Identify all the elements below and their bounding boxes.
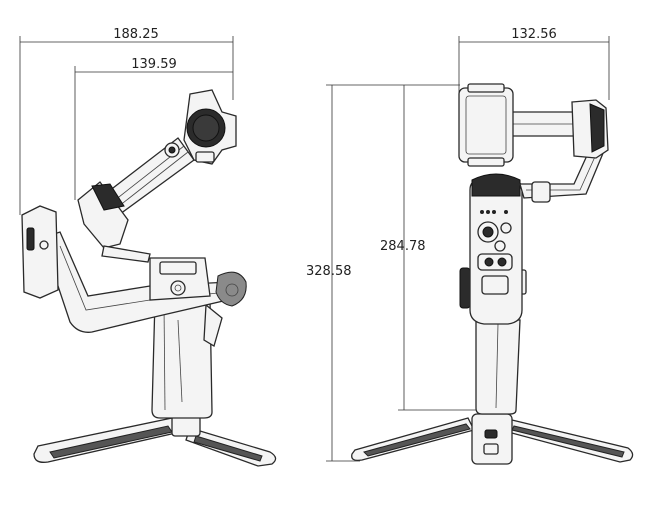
dimension-label-front-width: 132.56 xyxy=(511,27,557,42)
side-top-motor xyxy=(183,89,237,165)
front-handle xyxy=(459,267,527,415)
front-phone-clamp xyxy=(458,83,514,167)
side-handle xyxy=(151,299,223,419)
side-upper-arm xyxy=(77,137,195,263)
side-tripod xyxy=(33,415,277,467)
front-top-arm xyxy=(511,99,609,159)
front-body xyxy=(469,173,523,325)
front-tripod xyxy=(351,413,634,465)
side-view-gimbal xyxy=(21,89,277,467)
dimension-label-total-height: 328.58 xyxy=(306,264,352,279)
front-arm xyxy=(519,139,607,203)
dimension-lines xyxy=(19,36,610,462)
side-base-block xyxy=(149,257,247,307)
dimension-label-side-arm-width: 139.59 xyxy=(131,57,177,72)
dimension-label-folded-height: 284.78 xyxy=(380,239,426,254)
dimension-label-side-total-width: 188.25 xyxy=(113,27,159,42)
front-view-gimbal xyxy=(351,83,634,465)
